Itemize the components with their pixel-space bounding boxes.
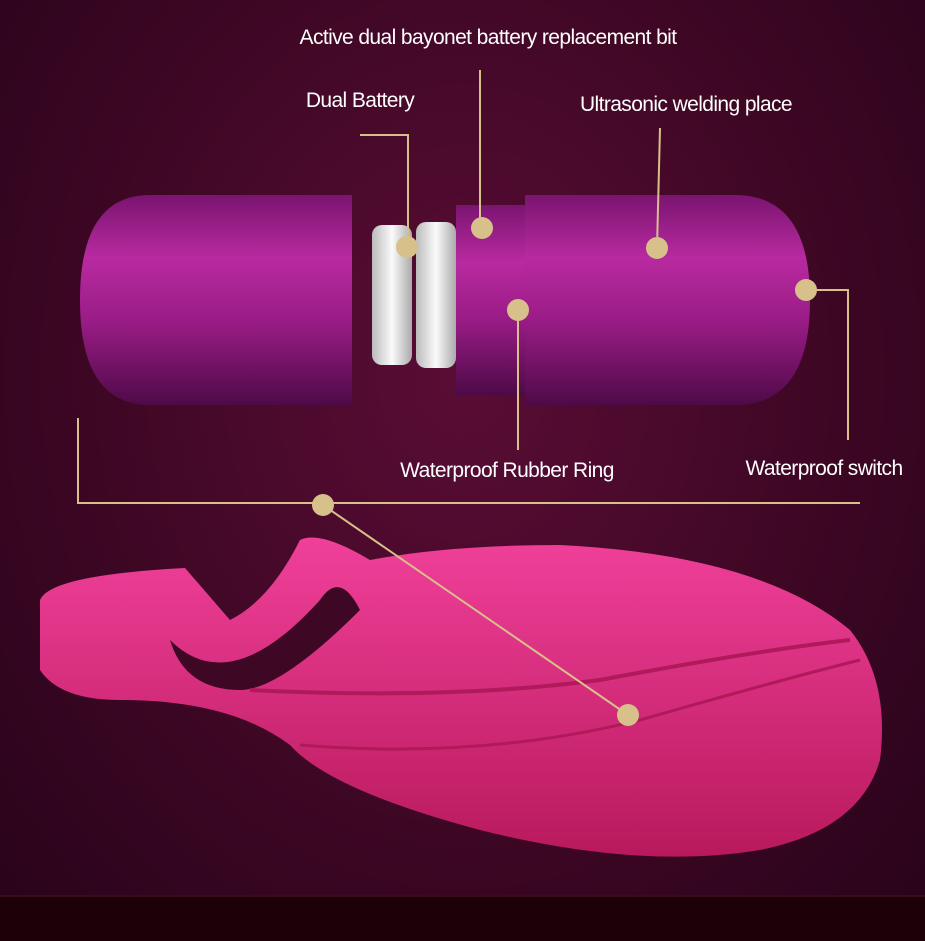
finger-sleeve xyxy=(40,537,882,857)
label-rubber-ring: Waterproof Rubber Ring xyxy=(400,459,614,482)
footer-band xyxy=(0,895,925,941)
label-switch: Waterproof switch xyxy=(745,457,903,480)
callout-lines xyxy=(77,70,860,716)
label-dual-battery: Dual Battery xyxy=(305,89,415,112)
label-ultrasonic: Ultrasonic welding place xyxy=(579,93,793,116)
callout-dots xyxy=(312,217,817,726)
capsule-right xyxy=(456,195,810,405)
label-bayonet: Active dual bayonet battery replacement … xyxy=(299,26,678,49)
capsule-left xyxy=(80,195,352,405)
batteries xyxy=(372,222,456,368)
